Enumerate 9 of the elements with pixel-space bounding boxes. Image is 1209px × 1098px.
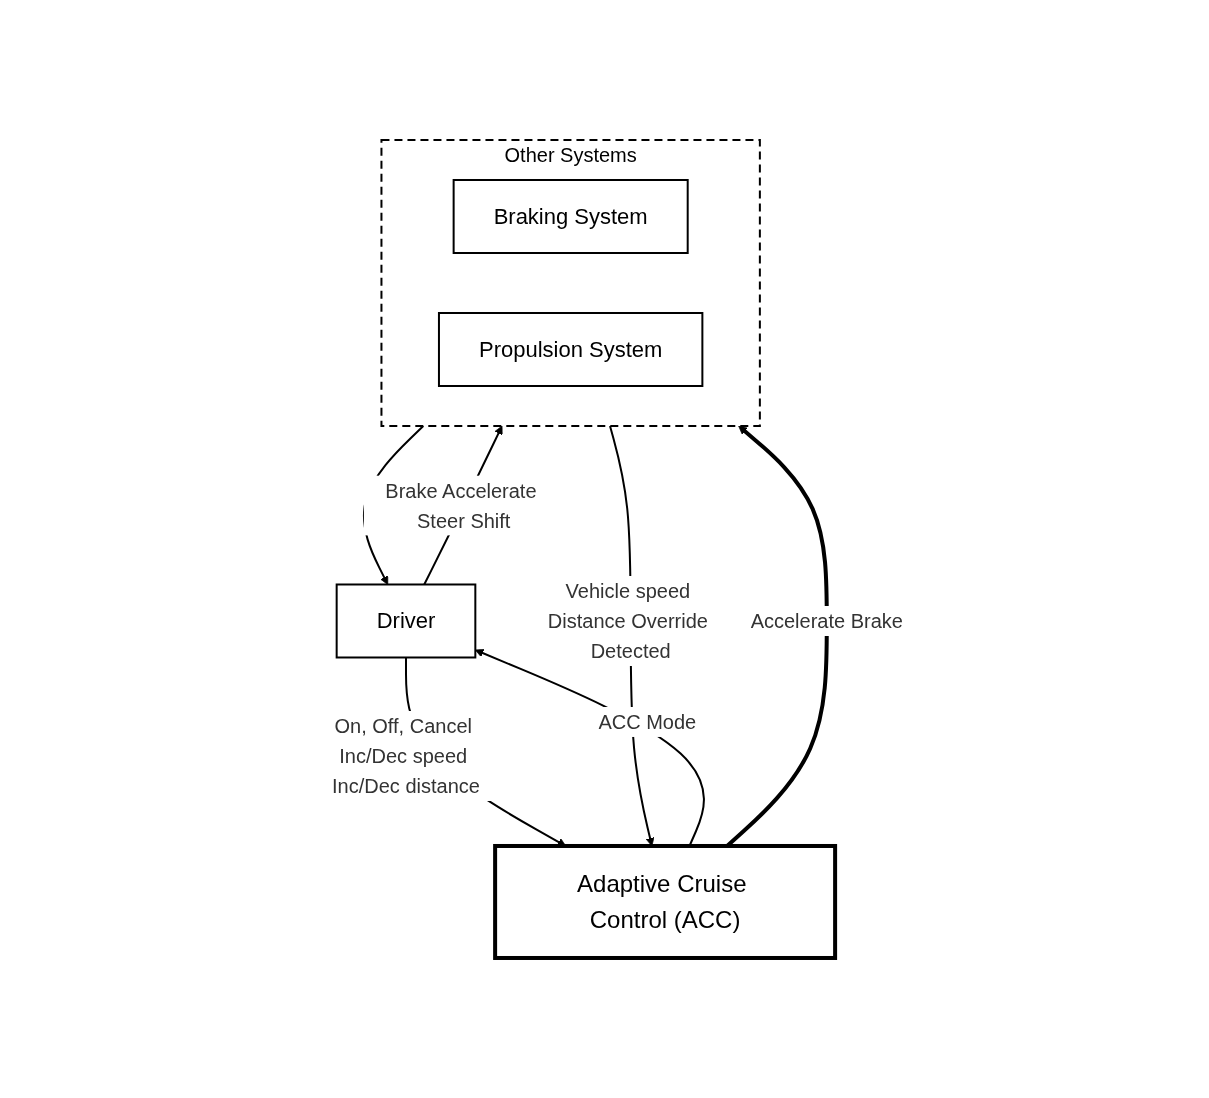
node-box: Driver xyxy=(335,583,477,659)
node-box: Adaptive Cruise Control (ACC) xyxy=(493,844,838,960)
node-box: Braking System xyxy=(452,179,689,254)
edge-label: Accelerate Brake xyxy=(750,609,903,632)
edge-label: Vehicle speed Distance Override Detected xyxy=(547,579,708,662)
edge-label: On, Off, Cancel Inc/Dec speed Inc/Dec distance xyxy=(332,714,480,797)
node-box: Propulsion System xyxy=(437,312,704,387)
edge-label: ACC Mode xyxy=(598,710,697,733)
edge-label: Brake Accelerate Steer Shift xyxy=(385,479,537,532)
